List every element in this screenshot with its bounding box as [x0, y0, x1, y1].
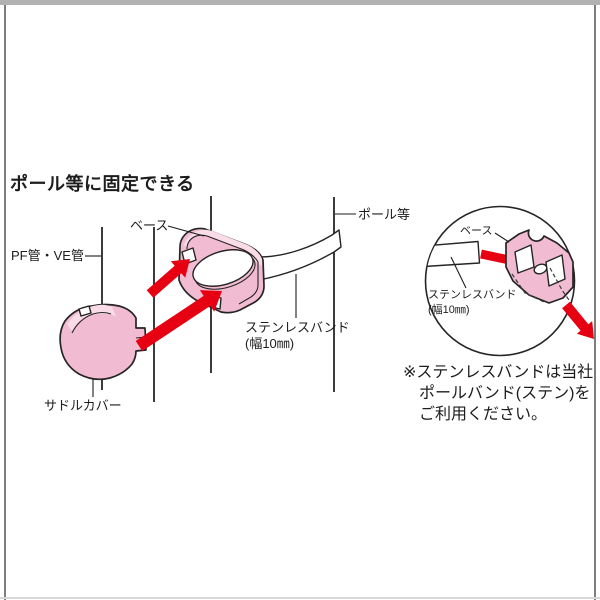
usage-note-line-3: ご利用ください。	[419, 406, 548, 423]
base-hole	[192, 249, 254, 287]
usage-note-line-2: ポールバンド(ステン)を	[419, 385, 591, 402]
inset-hidden-band-path-1	[511, 273, 545, 303]
label-stainless-band-name: ステンレスバンド	[245, 320, 350, 335]
saddle-rim-slot	[78, 305, 92, 317]
label-pf-ve-pipe: PF管・VE管	[11, 248, 84, 263]
label-stainless-band-width: (幅10㎜)	[245, 336, 295, 351]
page-frame-right	[594, 5, 596, 600]
page-frame-left	[4, 5, 6, 600]
saddle-body	[59, 303, 147, 381]
band-ribbon	[258, 229, 342, 281]
inset-hidden-band-path-2	[549, 267, 572, 304]
base-top-face	[184, 229, 262, 266]
inset-base-slot-1	[514, 244, 535, 274]
inset-label-stainless-band: ステンレスバンド (幅10㎜)	[428, 288, 517, 318]
base-rim-edge	[186, 234, 259, 305]
inset-label-base: ベース	[460, 225, 493, 237]
usage-note-line-1: ※ステンレスバンドは当社	[403, 364, 594, 381]
label-stainless-band: ステンレスバンド (幅10㎜)	[245, 320, 350, 352]
label-base: ベース	[130, 218, 169, 233]
lower-assembly-arrow	[135, 290, 222, 351]
saddle-inner-rim	[71, 311, 112, 334]
inset-base-slot-2	[545, 254, 566, 287]
inset-label-stainless-band-width: (幅10㎜)	[428, 304, 470, 316]
page-frame-top	[0, 0, 600, 5]
label-saddle-cover: サドルカバー	[44, 398, 122, 413]
inset-exit-arrow	[562, 301, 594, 339]
page-frame-bottom	[0, 597, 600, 599]
stainless-band	[258, 229, 342, 281]
leader-lines	[85, 213, 356, 397]
section-title: ポール等に固定できる	[10, 174, 195, 194]
usage-note: ※ステンレスバンドは当社 ポールバンド(ステン)を ご利用ください。	[403, 362, 593, 425]
label-pole: ポール等	[358, 207, 411, 222]
leader-base-main	[167, 225, 205, 237]
assembly-arrows	[135, 259, 222, 351]
base-part	[178, 227, 265, 314]
saddle-cover-part	[59, 303, 147, 381]
inset-detail	[424, 205, 594, 357]
inset-band	[426, 240, 481, 268]
inset-leader-band	[450, 256, 467, 289]
upper-assembly-arrow	[146, 259, 190, 298]
inset-label-stainless-band-name: ステンレスバンド	[428, 289, 517, 301]
inset-leader-base	[494, 232, 510, 243]
saddle-mouth-face	[67, 304, 116, 331]
